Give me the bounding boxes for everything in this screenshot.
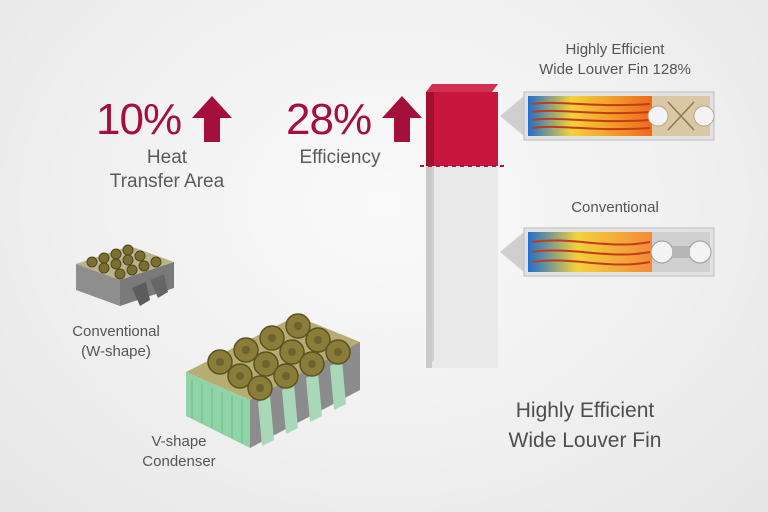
bar-caption-line2: Wide Louver Fin [508,429,662,452]
stat-label: Efficiency [299,147,381,168]
fin-top-label-line1: Highly Efficient [565,41,665,58]
stat-label: Heat Transfer Area [92,146,242,194]
conventional-w-shape-unit-illustration [76,244,174,306]
conventional-w-shape-label: Conventional (W-shape) [58,322,174,362]
wide-louver-fin-label: Highly Efficient Wide Louver Fin 128% [520,40,710,80]
stat-label-line1: Heat [146,147,188,168]
stat-heat-transfer: 10% Heat Transfer Area [92,95,242,198]
vshape-label-line1: V-shape [151,433,207,450]
fin-top-label-line2: Wide Louver Fin 128% [539,61,691,78]
v-shape-condenser-illustration [186,313,360,448]
conventional-label-line1: Conventional [72,323,160,340]
stat-value: 10% [96,95,182,144]
conventional-fin-heatmap [500,227,715,277]
efficiency-comparison-bar [420,84,508,368]
conventional-label-line2: (W-shape) [81,343,151,360]
wide-louver-fin-heatmap [500,91,715,141]
vshape-label-line2: Condenser [142,453,216,470]
arrow-up-icon [192,96,232,142]
stat-label-line2: Transfer Area [109,171,225,192]
bar-caption: Highly Efficient Wide Louver Fin [480,396,690,456]
stat-value: 28% [286,95,372,144]
stat-efficiency: 28% Efficiency [286,95,426,178]
arrow-up-icon [382,96,422,142]
bar-caption-line1: Highly Efficient [515,399,655,422]
conventional-fin-label: Conventional [571,199,659,216]
v-shape-condenser-label: V-shape Condenser [124,432,234,472]
